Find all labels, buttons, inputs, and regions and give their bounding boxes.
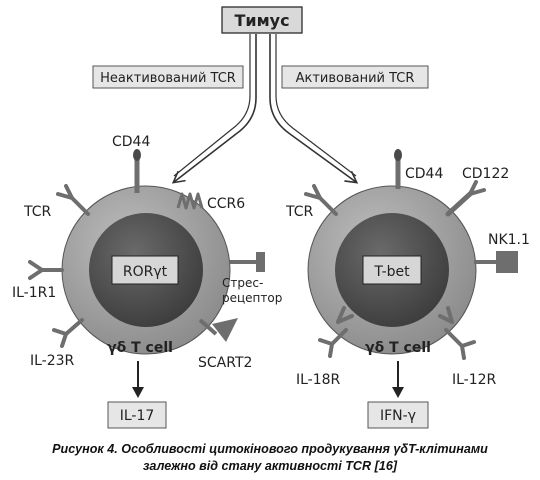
left-stress-receptor [230, 252, 265, 272]
left-tf-box [111, 255, 179, 285]
left-stress-label-2: рецептор [222, 291, 282, 305]
left-stress-label-1: Стрес- [222, 276, 263, 290]
left-il23r-label: IL-23R [30, 353, 75, 369]
left-scart2-receptor [198, 318, 238, 342]
left-ccr6-receptor [176, 192, 204, 210]
branch-label-left: Неактивований TCR [92, 65, 244, 89]
right-il12r-receptor [438, 306, 476, 360]
right-cd44-label: CD44 [405, 166, 443, 182]
right-il12r-label: IL-12R [452, 372, 497, 388]
right-tf-label: T-bet [373, 264, 410, 280]
caption-line-1: Рисунок 4. Особливості цитокінового прод… [52, 442, 488, 456]
right-cell: T-bet CD44 CD122 TCR NK1.1 [285, 149, 530, 429]
left-branch-arrow-inner [173, 34, 251, 177]
right-output-label: IFN-γ [380, 408, 416, 424]
branch-left-text: Неактивований TCR [100, 71, 236, 86]
right-cd122-label: CD122 [462, 166, 509, 182]
right-il18r-receptor [318, 306, 354, 358]
right-nk11-receptor [474, 251, 518, 273]
right-tcr-receptor [304, 184, 338, 216]
figure-caption: Рисунок 4. Особливості цитокінового прод… [30, 441, 510, 475]
left-tcr-receptor [56, 184, 90, 216]
left-tf-label: RORγt [123, 264, 168, 280]
branch-arrows [171, 34, 359, 184]
left-il1r1-label: IL-1R1 [12, 285, 56, 301]
left-cell-label: γδ T cell [107, 340, 173, 356]
left-output-label: IL-17 [120, 408, 155, 424]
thymus-label: Тимус [234, 11, 289, 30]
branch-label-right: Активований TCR [281, 65, 429, 89]
branch-right-text: Активований TCR [296, 71, 415, 86]
right-il18r-label: IL-18R [296, 372, 341, 388]
right-nk11-label: NK1.1 [488, 232, 530, 248]
right-branch-arrow-inner [275, 34, 357, 177]
left-cell: RORγt CD44 CCR6 TCR IL-1R1 IL-23R [12, 134, 282, 429]
caption-line-2: залежно від стану активності TCR [16] [142, 459, 398, 473]
right-cell-label: γδ T cell [365, 340, 431, 356]
left-il1r1-receptor [28, 260, 64, 280]
left-branch-arrow [171, 34, 257, 184]
right-cd44-receptor [394, 149, 402, 189]
right-output-box [367, 401, 429, 429]
right-tf-box [362, 255, 422, 285]
right-cd122-receptor [445, 180, 486, 217]
left-scart2-label: SCART2 [198, 355, 252, 371]
right-branch-arrow [269, 34, 359, 184]
right-tcr-label: TCR [285, 204, 314, 220]
thymus-box: Тимус [221, 6, 303, 34]
left-cd44-receptor [133, 149, 141, 193]
left-tcr-label: TCR [23, 204, 52, 220]
left-cd44-label: CD44 [112, 134, 150, 150]
left-il23r-receptor [52, 318, 84, 348]
left-output-box [107, 401, 167, 429]
left-ccr6-label: CCR6 [207, 196, 245, 212]
